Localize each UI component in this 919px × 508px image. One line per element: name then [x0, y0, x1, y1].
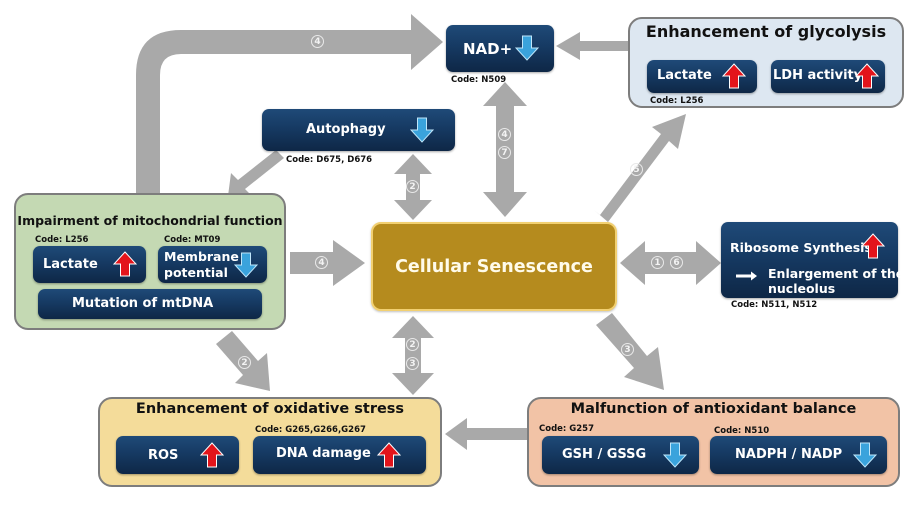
down-arrow-icon	[515, 35, 539, 61]
step-number: 6	[670, 256, 683, 269]
antioxidant-title: Malfunction of antioxidant balance	[570, 401, 857, 417]
glycolysis-ldh-node[interactable]: LDH activity	[771, 60, 885, 93]
node-label: Autophagy	[306, 122, 386, 137]
center-label: Cellular Senescence	[395, 257, 593, 277]
node-label: NAD+	[463, 40, 513, 58]
step-number: 4	[498, 128, 511, 141]
step-number: 2	[238, 356, 251, 369]
mito-membrane-node[interactable]: Membrane potential	[158, 246, 267, 283]
step-number: 4	[311, 35, 324, 48]
down-arrow-icon	[853, 442, 877, 468]
mito-lactate-node[interactable]: Lactate	[33, 246, 146, 283]
cellular-senescence-node[interactable]: Cellular Senescence	[371, 222, 617, 311]
node-label: ROS	[148, 448, 179, 463]
step-number: 4	[315, 256, 328, 269]
nad-node[interactable]: NAD+	[446, 25, 554, 72]
mito-mtdna-node[interactable]: Mutation of mtDNA	[38, 289, 262, 319]
up-arrow-icon	[855, 63, 879, 89]
arrow-autophagy-to-mito	[228, 150, 284, 196]
oxidative-code: Code: G265,G266,G267	[255, 425, 366, 435]
step-number: 3	[406, 357, 419, 370]
antioxidant-gsh-code: Code: G257	[539, 424, 595, 434]
down-arrow-icon	[410, 117, 434, 143]
autophagy-code: Code: D675, D676	[286, 155, 373, 165]
node-label: Mutation of mtDNA	[72, 296, 214, 311]
antioxidant-nadph-node[interactable]: NADPH / NADP	[710, 436, 887, 474]
up-arrow-icon	[861, 233, 885, 259]
oxidative-title: Enhancement of oxidative stress	[135, 401, 405, 417]
step-number: 2	[406, 180, 419, 193]
mito-lactate-code: Code: L256	[35, 235, 89, 245]
arrow-mito-to-nad	[136, 14, 443, 193]
step-number: 1	[651, 256, 664, 269]
up-arrow-icon	[113, 251, 137, 277]
glycolysis-title: Enhancement of glycolysis	[645, 22, 887, 41]
node-label: NADPH / NADP	[735, 447, 843, 462]
up-arrow-icon	[722, 63, 746, 89]
autophagy-node[interactable]: Autophagy	[262, 109, 455, 151]
node-label: Ribosome Synthesis	[730, 240, 872, 255]
node-label: DNA damage	[276, 446, 371, 461]
glycolysis-lactate-node[interactable]: Lactate	[647, 60, 757, 93]
step-number: 2	[406, 338, 419, 351]
arrow-glycolysis-to-nad	[556, 32, 628, 60]
antioxidant-nadph-code: Code: N510	[714, 426, 770, 436]
right-arrow-icon	[736, 271, 757, 281]
oxidative-ros-node[interactable]: ROS	[116, 436, 239, 474]
arrow-center-oxidative	[392, 316, 434, 395]
node-label: Enlargement of the	[768, 266, 905, 281]
ribosome-node[interactable]: Ribosome Synthesis Enlargement of the nu…	[721, 222, 904, 298]
antioxidant-gsh-node[interactable]: GSH / GSSG	[542, 436, 699, 474]
step-number: 5	[630, 163, 643, 176]
node-label: Membrane	[164, 249, 239, 264]
node-label: LDH activity	[773, 68, 863, 83]
step-number: 7	[498, 146, 511, 159]
down-arrow-icon	[234, 252, 258, 278]
arrow-antioxidant-to-oxidative	[445, 418, 527, 450]
node-label: potential	[164, 265, 228, 280]
glycolysis-code: Code: L256	[650, 96, 704, 106]
down-arrow-icon	[663, 442, 687, 468]
node-label: Lactate	[43, 257, 98, 272]
up-arrow-icon	[200, 442, 224, 468]
oxidative-dna-node[interactable]: DNA damage	[253, 436, 426, 474]
step-number: 3	[621, 343, 634, 356]
mito-membrane-code: Code: MT09	[164, 235, 221, 245]
node-label: nucleolus	[768, 281, 836, 296]
up-arrow-icon	[377, 442, 401, 468]
nad-code: Code: N509	[451, 75, 507, 85]
node-label: GSH / GSSG	[562, 447, 647, 462]
ribosome-code: Code: N511, N512	[731, 300, 818, 310]
node-label: Lactate	[657, 68, 712, 83]
mitochondria-title: Impairment of mitochondrial function	[17, 213, 283, 228]
